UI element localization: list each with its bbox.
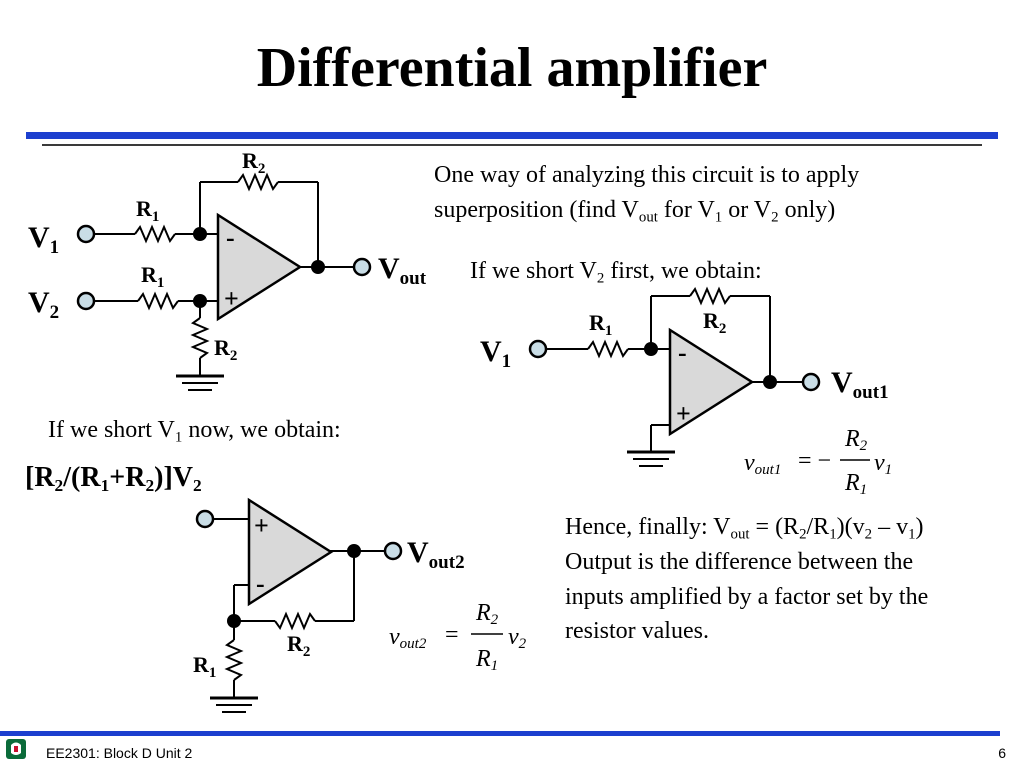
- terminal-in-c3: [195, 509, 215, 529]
- minus-sign: -: [678, 338, 687, 367]
- svg-text:R1: R1: [475, 646, 498, 674]
- plus-sign: +: [254, 511, 269, 540]
- label-vout1: Vout1: [831, 366, 889, 403]
- label-r2-feedback: R2: [242, 148, 265, 177]
- node-dot: [193, 227, 207, 241]
- title-rule-dark: [42, 144, 982, 146]
- resistor-r2-feedback: [237, 172, 279, 192]
- svg-text:=: =: [445, 622, 459, 648]
- svg-text:R2: R2: [844, 426, 868, 454]
- svg-text:vout2: vout2: [389, 624, 427, 652]
- resistor-r2-ground: [190, 317, 210, 359]
- svg-text:vout1: vout1: [744, 450, 781, 478]
- svg-text:R1: R1: [844, 470, 867, 498]
- svg-text:R2: R2: [475, 600, 499, 628]
- intro-line-2: superposition (find Vout for V1 or V2 on…: [434, 196, 836, 226]
- footer-rule-blue: [0, 731, 1000, 736]
- terminal-vout: [352, 257, 372, 277]
- equation-vout1: vout1 = − R2 R1 v1: [744, 426, 892, 498]
- label-r1-c2: R1: [589, 310, 612, 339]
- svg-text:v1: v1: [874, 450, 892, 478]
- conclusion-text: Hence, finally: Vout = (R2/R1)(v2 – v1) …: [565, 510, 928, 649]
- label-v2: V2: [28, 286, 59, 323]
- label-vout: Vout: [378, 252, 427, 289]
- intro-line-1: One way of analyzing this circuit is to …: [434, 162, 860, 188]
- node-dot: [763, 375, 777, 389]
- resistor-r1-c3: [224, 639, 244, 681]
- title-rule-blue: [26, 132, 998, 139]
- terminal-v1: [76, 224, 96, 244]
- label-r2-c2: R2: [703, 308, 726, 337]
- label-r1-bottom: R1: [141, 262, 164, 291]
- svg-text:= −: = −: [798, 448, 831, 474]
- terminal-vout2: [383, 541, 403, 561]
- plus-sign: +: [676, 399, 691, 428]
- university-logo-icon: [4, 737, 28, 761]
- short-v2-text: If we short V2 first, we obtain:: [470, 258, 762, 287]
- label-v1-c2: V1: [480, 335, 511, 372]
- output-line-1: Output is the difference between the: [565, 548, 914, 575]
- minus-sign: -: [256, 569, 265, 598]
- opamp-main: [216, 212, 303, 322]
- label-v1: V1: [28, 221, 59, 258]
- label-r2-ground: R2: [214, 335, 237, 364]
- terminal-v1-c2: [528, 339, 548, 359]
- label-vout2: Vout2: [407, 536, 465, 573]
- v2-short-circuit: [546, 286, 803, 467]
- svg-text:v2: v2: [508, 624, 527, 652]
- label-r1-c3: R1: [193, 652, 216, 681]
- resistor-r1-bottom: [137, 291, 179, 311]
- opamp-v1-short: [247, 497, 334, 607]
- resistor-r1-c2: [587, 339, 629, 359]
- resistor-r2-c3: [274, 611, 316, 631]
- terminal-vout1: [801, 372, 821, 392]
- input-expression: [R2/(R1+R2)]V2: [25, 462, 202, 496]
- label-r2-c3: R2: [287, 631, 310, 660]
- opamp-v2-short: [668, 327, 755, 437]
- intro-text: One way of analyzing this circuit is to …: [434, 158, 859, 228]
- footer-course: EE2301: Block D Unit 2: [46, 745, 193, 761]
- plus-sign: +: [224, 284, 239, 313]
- resistor-r2-c2: [689, 286, 731, 306]
- node-dot: [227, 614, 241, 628]
- node-dot: [311, 260, 325, 274]
- output-line-2: inputs amplified by a factor set by the: [565, 583, 929, 610]
- node-dot: [644, 342, 658, 356]
- output-line-3: resistor values.: [565, 618, 709, 645]
- terminal-v2: [76, 291, 96, 311]
- node-dot: [347, 544, 361, 558]
- node-dot: [193, 294, 207, 308]
- equation-vout2: vout2 = R2 R1 v2: [389, 600, 527, 674]
- hence-line: Hence, finally: Vout = (R2/R1)(v2 – v1): [565, 514, 924, 543]
- v1-short-circuit: [210, 518, 385, 713]
- page-number: 6: [998, 745, 1006, 761]
- minus-sign: -: [226, 223, 235, 252]
- label-r1-top: R1: [136, 196, 159, 225]
- resistor-r1-top: [134, 224, 176, 244]
- short-v1-text: If we short V1 now, we obtain:: [48, 417, 341, 446]
- slide-title: Differential amplifier: [256, 37, 768, 99]
- main-circuit: [95, 172, 355, 391]
